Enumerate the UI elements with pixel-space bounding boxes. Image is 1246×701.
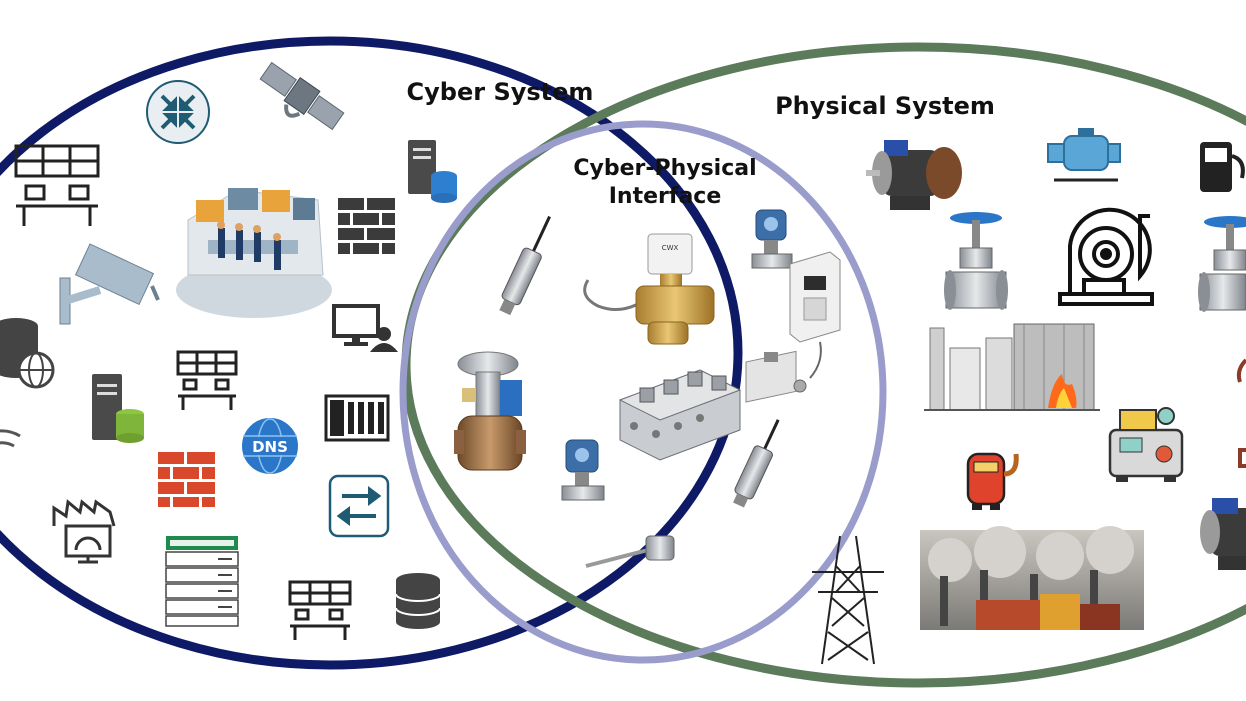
gate-valve-icon <box>1198 216 1246 312</box>
robot-boiler-icon <box>966 452 1019 510</box>
computer-user-icon <box>332 304 398 352</box>
server-rack-icon <box>165 536 239 627</box>
database-icon <box>395 573 441 629</box>
pressure-sensor-icon <box>733 419 780 508</box>
servo-drive-icon <box>789 251 841 379</box>
gate-valve-icon <box>944 212 1008 310</box>
firewall-brick-icon <box>338 198 395 254</box>
compressor-icon <box>1108 407 1184 482</box>
pressure-transmitter-icon <box>561 439 605 501</box>
electric-motor-icon <box>866 140 962 210</box>
video-wall-icon <box>176 350 238 410</box>
pressure-transmitter-icon <box>751 209 793 269</box>
dns-icon: DNS <box>240 416 300 476</box>
fuel-pump-icon <box>1200 142 1245 192</box>
industrial-boiler-plant-icon <box>924 323 1100 411</box>
centrifugal-fan-icon <box>1058 207 1154 306</box>
pump-icon <box>1047 128 1121 182</box>
pipe-icon <box>1236 358 1246 468</box>
cyber-physical-interface-label: Cyber-Physical Interface <box>545 155 785 211</box>
svg-text:DNS: DNS <box>252 438 288 456</box>
control-valve-actuator-icon <box>454 351 526 471</box>
servo-motor-icon <box>745 350 807 403</box>
control-room-icon <box>176 188 332 318</box>
plc-rack-icon <box>324 394 390 442</box>
wifi-icon <box>0 429 21 448</box>
network-switch-icon <box>328 474 390 538</box>
video-wall-icon <box>288 580 352 640</box>
satellite-icon <box>259 61 345 131</box>
pressure-sensor-icon <box>499 215 551 316</box>
power-tower-icon <box>812 535 884 665</box>
cyber-system-label: Cyber System <box>406 78 594 106</box>
server-icon <box>92 374 144 443</box>
firewall-red-icon <box>158 452 215 507</box>
cyber-physical-interface-circle <box>399 120 887 664</box>
interface-label-line2: Interface <box>608 184 722 209</box>
motorized-valve-icon: CWX <box>583 233 715 345</box>
valve-manifold-icon <box>618 369 742 461</box>
physical-system-label: Physical System <box>775 92 995 120</box>
server-database-icon <box>408 140 457 203</box>
electric-motor-icon <box>1200 498 1246 570</box>
database-globe-icon <box>0 318 55 389</box>
video-wall-icon <box>14 144 100 226</box>
network-router-icon <box>146 80 210 144</box>
svg-text:CWX: CWX <box>662 244 679 252</box>
interface-label-line1: Cyber-Physical <box>573 156 757 181</box>
cctv-camera-icon <box>59 243 160 325</box>
temperature-sensor-icon <box>585 535 675 568</box>
cyber-system-circle <box>0 36 743 670</box>
factory-monitor-icon <box>52 499 116 564</box>
smokestack-factory-icon <box>920 526 1144 630</box>
